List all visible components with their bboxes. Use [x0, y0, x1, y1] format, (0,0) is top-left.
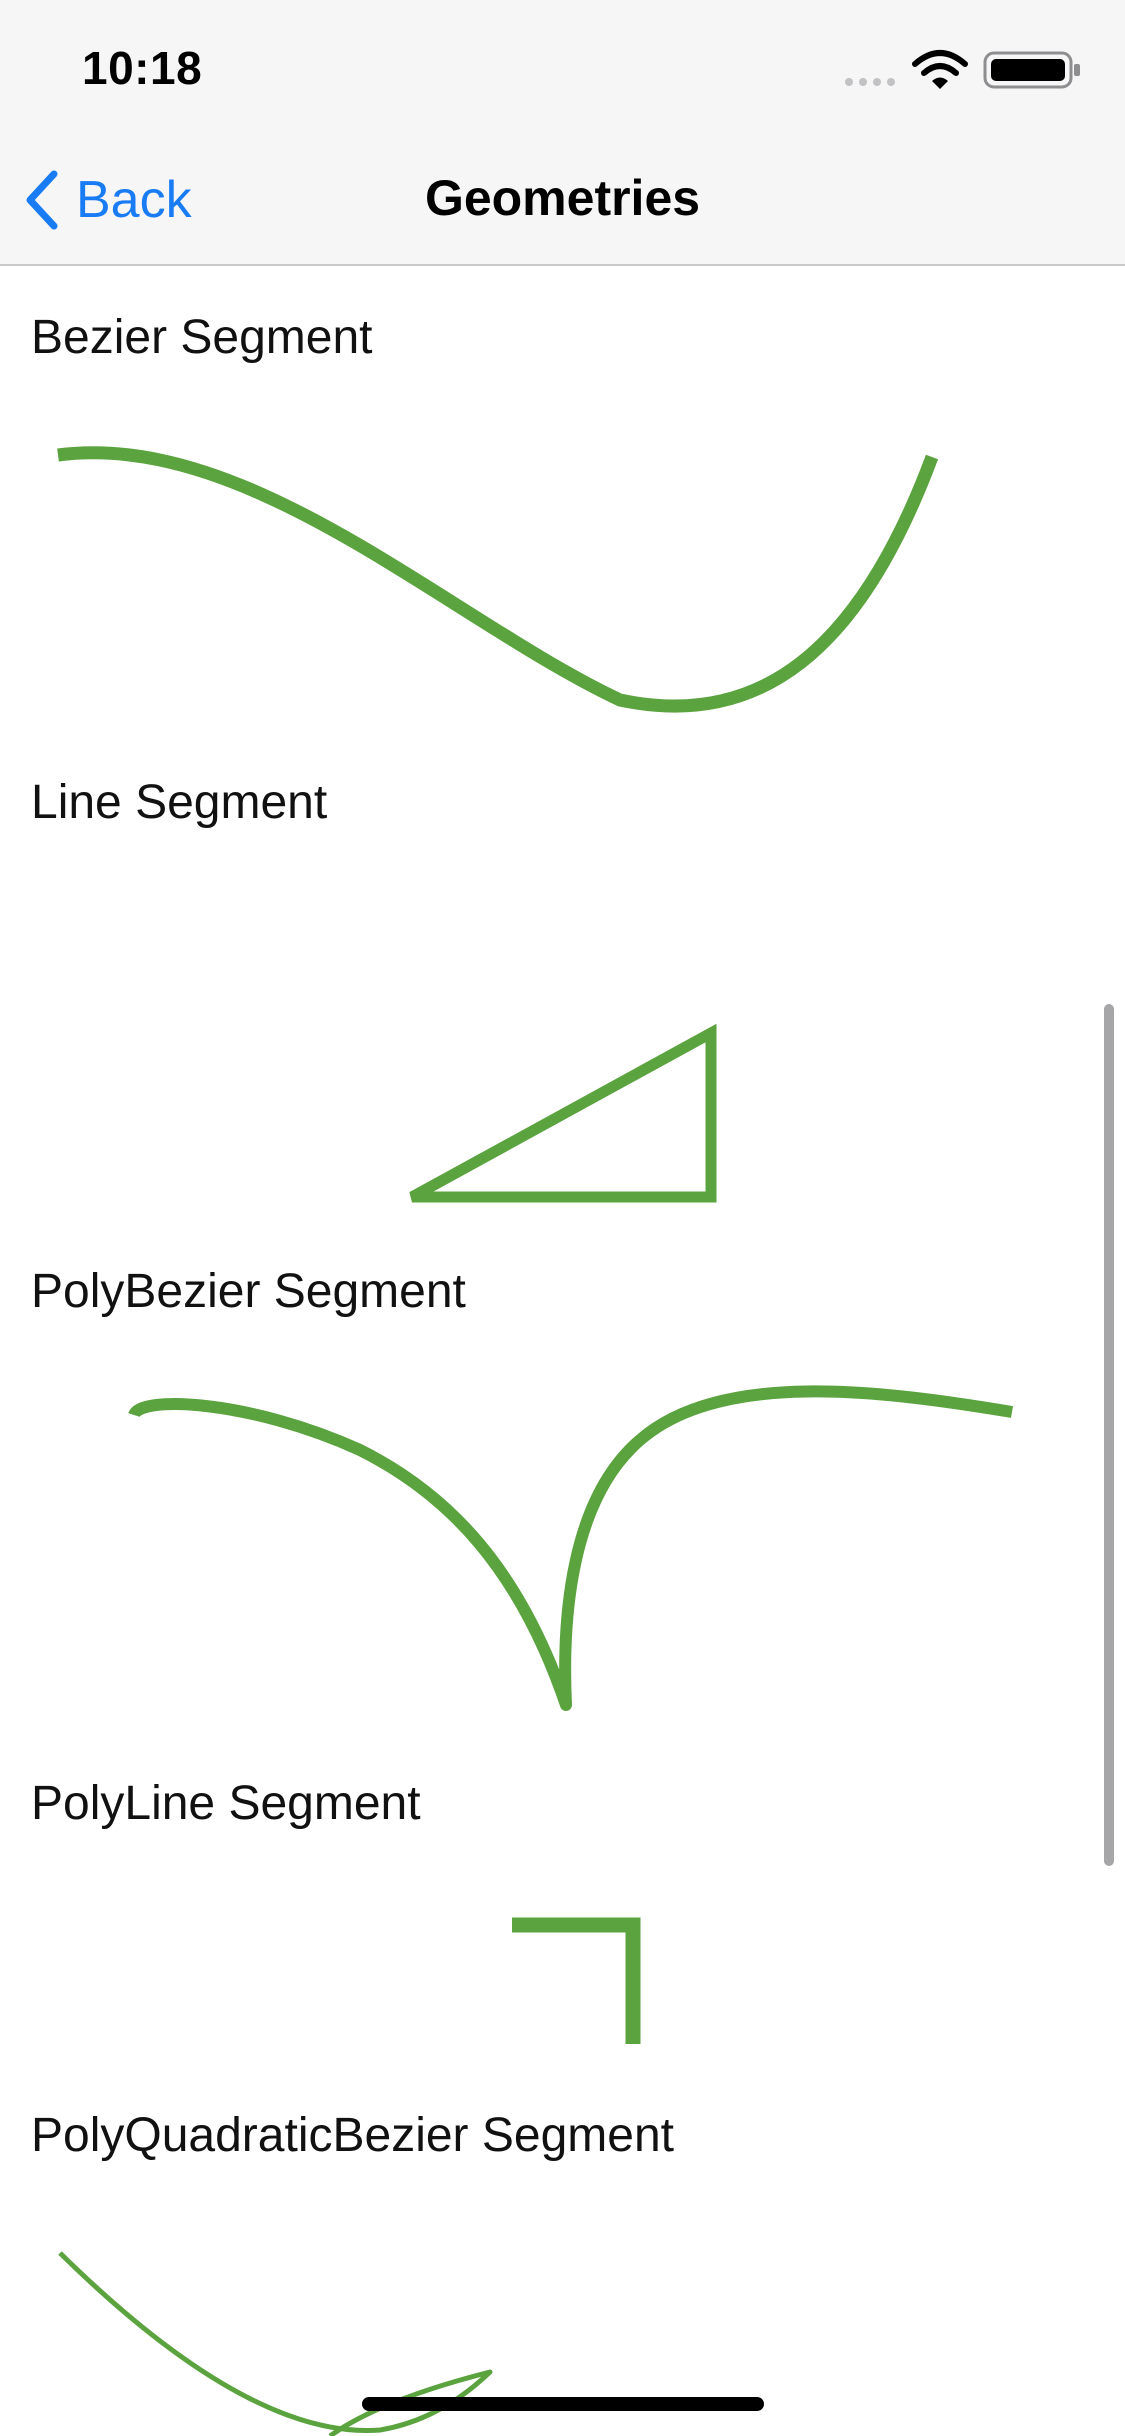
- home-indicator[interactable]: [362, 2397, 764, 2411]
- back-button[interactable]: Back: [22, 160, 192, 240]
- polyline-segment-shape: [512, 1917, 641, 2044]
- page-title: Geometries: [424, 170, 701, 226]
- back-label: Back: [76, 171, 192, 229]
- navigation-header: [0, 0, 1125, 264]
- section-title-polyline: PolyLine Segment: [31, 1777, 421, 1830]
- section-title-polyquadraticbezier: PolyQuadraticBezier Segment: [31, 2109, 674, 2162]
- section-title-bezier: Bezier Segment: [31, 311, 373, 364]
- scroll-indicator[interactable]: [1104, 1004, 1114, 1866]
- polybezier-segment-shape: [128, 1385, 1013, 1711]
- battery-icon: [983, 51, 1080, 89]
- signal-icon: [845, 78, 895, 86]
- line-segment-shape: [409, 1023, 717, 1203]
- section-title-polybezier: PolyBezier Segment: [31, 1265, 466, 1318]
- status-time: 10:18: [82, 42, 203, 94]
- section-title-line: Line Segment: [31, 776, 328, 829]
- status-icons: [843, 48, 1083, 92]
- nav-divider: [0, 264, 1125, 266]
- bezier-segment-shape: [57, 446, 939, 713]
- chevron-left-icon: [26, 170, 58, 230]
- wifi-icon: [912, 50, 968, 89]
